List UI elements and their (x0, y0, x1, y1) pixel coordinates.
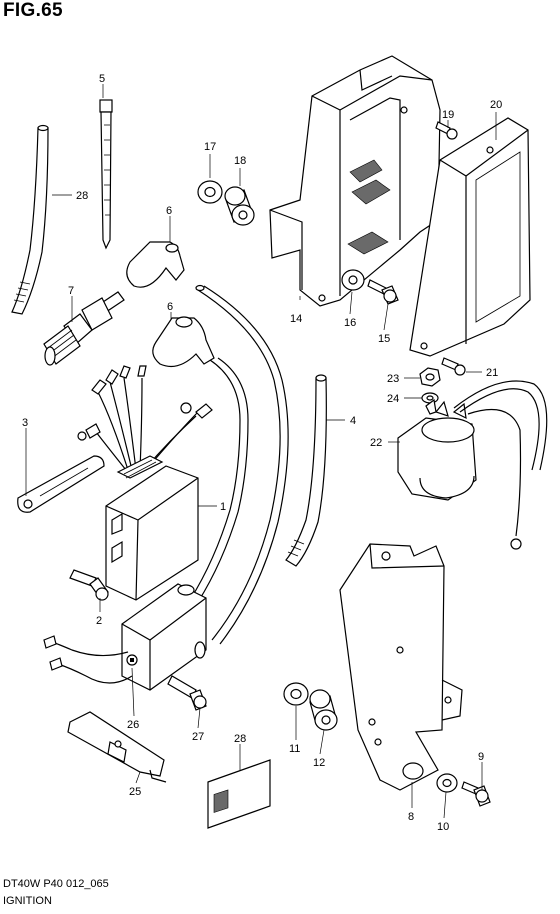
part-22-nut (419, 367, 441, 387)
callout-5: 5 (99, 73, 105, 85)
part-8-mounting-bracket (339, 543, 463, 791)
part-15-washer (341, 269, 365, 291)
callout-18: 19 (442, 109, 454, 121)
part-13-bracket-housing (269, 55, 441, 307)
callout-6-lower: 6 (167, 301, 173, 313)
figure-title: FIG.65 (3, 0, 63, 21)
callout-26: 27 (192, 731, 204, 743)
callout-8: 8 (408, 811, 414, 823)
cdi-harness-wires (77, 365, 213, 471)
callout-19: 20 (490, 99, 502, 111)
callout-20: 21 (486, 367, 498, 379)
callout-6-upper: 6 (166, 205, 172, 217)
part-11-washer (283, 682, 309, 706)
callout-11: 11 (289, 743, 300, 755)
part-28-tube (11, 124, 49, 315)
callout-2: 2 (96, 615, 102, 627)
part-24-clamp (67, 711, 167, 783)
part-23-washer (421, 392, 439, 404)
callout-27: 28 (234, 733, 246, 745)
callout-numbers: 28 5 17 18 6 6 7 3 1 2 4 14 16 15 19 20 … (22, 73, 502, 833)
part-5-cable-tie (99, 99, 113, 250)
callout-24: 25 (129, 786, 141, 798)
callout-21: 22 (370, 437, 382, 449)
part-19-cover (409, 117, 531, 357)
callout-1: 1 (220, 501, 226, 513)
part-26-bolt (167, 675, 207, 711)
part-18-screw (435, 121, 458, 140)
part-10-washer (436, 773, 458, 793)
part-17-grommet (224, 186, 255, 226)
callout-16: 17 (204, 141, 216, 153)
callout-9: 9 (478, 751, 484, 763)
part-6-plug-cap-upper (126, 241, 185, 288)
callout-3: 3 (22, 417, 28, 429)
part-20-screw (441, 357, 466, 376)
part-25-ignition-coil (121, 583, 207, 691)
callout-28: 28 (76, 190, 88, 202)
callout-22: 23 (387, 373, 399, 385)
callout-12: 12 (313, 757, 325, 769)
part-27-label (207, 759, 271, 829)
part-14-bolt (367, 279, 399, 305)
part-2-bolt (69, 569, 109, 601)
callout-14: 15 (378, 333, 390, 345)
callout-25: 26 (127, 719, 139, 731)
callout-15: 16 (344, 317, 356, 329)
high-tension-leads (189, 284, 289, 645)
callout-23: 24 (387, 393, 399, 405)
callout-4: 4 (350, 415, 356, 427)
part-3-bracket (17, 455, 105, 513)
callout-13: 14 (290, 313, 302, 325)
part-7-spark-plug (43, 291, 125, 366)
part-6-plug-cap-lower (152, 316, 215, 367)
diagram-section-name: IGNITION (3, 895, 52, 907)
part-9-bolt (461, 781, 491, 807)
callout-17: 18 (234, 155, 246, 167)
part-1-cdi-unit (105, 455, 199, 601)
part-16-washer (197, 180, 223, 204)
callout-7: 7 (68, 285, 74, 297)
part-12-grommet (309, 689, 338, 731)
coil-primary-wires (43, 635, 133, 684)
diagram-code: DT40W P40 012_065 (3, 878, 109, 890)
part-21-relay (397, 380, 548, 550)
leader-lines (25, 84, 497, 819)
part-4-tube (285, 374, 327, 567)
callout-10: 10 (437, 821, 449, 833)
